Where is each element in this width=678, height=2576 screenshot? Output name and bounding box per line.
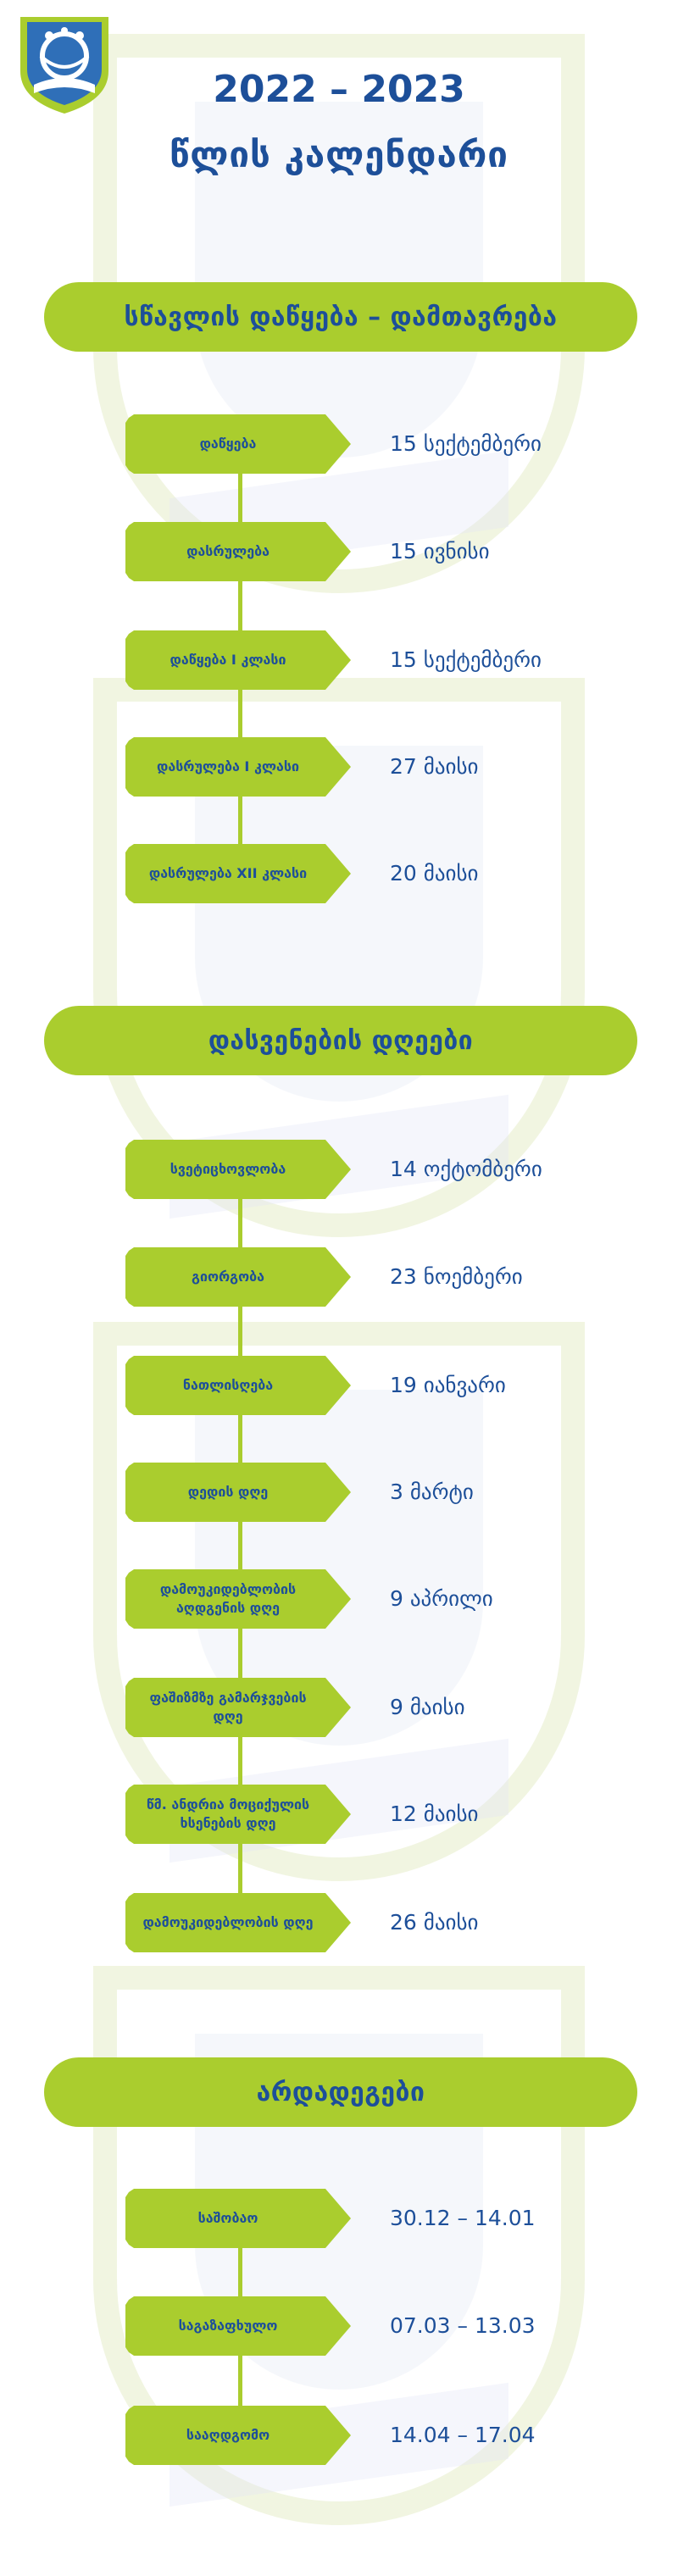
timeline-date: 15 ივნისი xyxy=(390,539,490,564)
timeline-date: 07.03 – 13.03 xyxy=(390,2313,536,2338)
timeline-date: 15 სექტემბერი xyxy=(390,431,542,456)
section-banner-study-period: სწავლის დაწყება – დამთავრება xyxy=(44,282,637,352)
timeline-row: დასრულება XII კლასი 20 მაისი xyxy=(0,844,678,903)
timeline-label: დასრულება I კლასი xyxy=(125,737,351,797)
timeline-date: 30.12 – 14.01 xyxy=(390,2206,536,2230)
timeline-row: ნათლისღება 19 იანვარი xyxy=(0,1356,678,1415)
timeline-row: გიორგობა 23 ნოემბერი xyxy=(0,1247,678,1307)
timeline-row: ფაშიზმზე გამარჯვების დღე 9 მაისი xyxy=(0,1678,678,1737)
timeline-row: დასრულება I კლასი 27 მაისი xyxy=(0,737,678,797)
timeline-date: 9 აპრილი xyxy=(390,1586,493,1611)
timeline-date: 27 მაისი xyxy=(390,754,479,779)
school-logo xyxy=(20,17,108,114)
timeline-label: ნათლისღება xyxy=(125,1356,351,1415)
timeline-date: 23 ნოემბერი xyxy=(390,1264,523,1289)
timeline-row: დამოუკიდებლობის დღე 26 მაისი xyxy=(0,1893,678,1952)
timeline-row: დაწყება 15 სექტემბერი xyxy=(0,414,678,474)
timeline-date: 19 იანვარი xyxy=(390,1373,506,1397)
section-banner-holidays: დასვენების დღეები xyxy=(44,1006,637,1075)
timeline-date: 9 მაისი xyxy=(390,1695,465,1719)
timeline-row: დამოუკიდებლობის აღდგენის დღე 9 აპრილი xyxy=(0,1569,678,1629)
timeline-row: საგაზაფხულო 07.03 – 13.03 xyxy=(0,2296,678,2356)
timeline-label: დაწყება xyxy=(125,414,351,474)
timeline-date: 14.04 – 17.04 xyxy=(390,2423,536,2447)
timeline-date: 14 ოქტომბერი xyxy=(390,1157,542,1181)
timeline-label: საგაზაფხულო xyxy=(125,2296,351,2356)
timeline-row: დედის დღე 3 მარტი xyxy=(0,1463,678,1522)
timeline-date: 20 მაისი xyxy=(390,861,479,886)
timeline-label: სვეტიცხოვლობა xyxy=(125,1140,351,1199)
timeline-connector xyxy=(238,1169,242,1924)
timeline-label: საშობაო xyxy=(125,2189,351,2248)
timeline-date: 15 სექტემბერი xyxy=(390,647,542,672)
calendar-year: 2022 – 2023 xyxy=(213,68,465,111)
timeline-date: 12 მაისი xyxy=(390,1802,479,1826)
timeline-row: წმ. ანდრია მოციქულის ხსენების დღე 12 მაი… xyxy=(0,1785,678,1844)
timeline-label: დამოუკიდებლობის დღე xyxy=(125,1893,351,1952)
section-banner-vacations: არდადეგები xyxy=(44,2057,637,2127)
timeline-label: დამოუკიდებლობის აღდგენის დღე xyxy=(125,1569,351,1629)
timeline-label: დედის დღე xyxy=(125,1463,351,1522)
timeline-label: დასრულება XII კლასი xyxy=(125,844,351,903)
timeline-row: დასრულება 15 ივნისი xyxy=(0,522,678,581)
timeline-label: წმ. ანდრია მოციქულის ხსენების დღე xyxy=(125,1785,351,1844)
timeline-row: დაწყება I კლასი 15 სექტემბერი xyxy=(0,630,678,690)
timeline-label: დაწყება I კლასი xyxy=(125,630,351,690)
timeline-label: გიორგობა xyxy=(125,1247,351,1307)
timeline-date: 26 მაისი xyxy=(390,1910,479,1935)
timeline-row: სვეტიცხოვლობა 14 ოქტომბერი xyxy=(0,1140,678,1199)
timeline-label: ფაშიზმზე გამარჯვების დღე xyxy=(125,1678,351,1737)
background-watermark xyxy=(0,1932,678,2576)
timeline-row: საშობაო 30.12 – 14.01 xyxy=(0,2189,678,2248)
timeline-label: სააღდგომო xyxy=(125,2406,351,2465)
calendar-title: წლის კალენდარი xyxy=(170,134,508,175)
timeline-label: დასრულება xyxy=(125,522,351,581)
timeline-row: სააღდგომო 14.04 – 17.04 xyxy=(0,2406,678,2465)
timeline-date: 3 მარტი xyxy=(390,1480,474,1504)
